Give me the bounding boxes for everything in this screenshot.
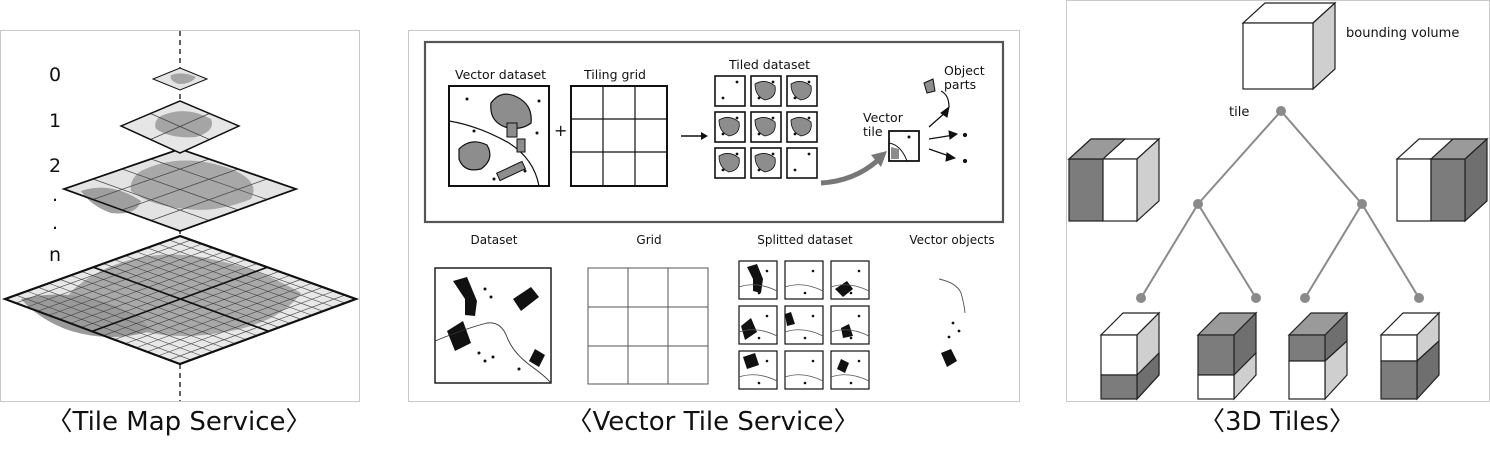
3d-tiles-tree-diagram: bounding volume tile xyxy=(1067,1,1489,401)
label-tiled-dataset: Tiled dataset xyxy=(728,57,810,72)
vector-tile-figure xyxy=(888,130,920,162)
label-tile: tile xyxy=(1229,105,1249,120)
3d-tiles-caption: 〈3D Tiles〉 xyxy=(1199,407,1355,437)
tile-map-service-caption: 〈Tile Map Service〉 xyxy=(46,407,312,437)
tile-level-n xyxy=(2,234,359,366)
level-label-n: n xyxy=(49,244,61,266)
vector-tile-diagram: Vector dataset Tiling grid Tiled dataset… xyxy=(423,40,1005,390)
plus-sign: + xyxy=(554,121,567,140)
tiled-dataset-figure xyxy=(714,75,818,179)
tile-level-1 xyxy=(119,100,241,154)
level-label-dot-1: . xyxy=(52,184,58,206)
root-bounding-volume-cube xyxy=(1241,1,1337,91)
label-vector-objects: Vector objects xyxy=(909,233,994,247)
grid-figure xyxy=(587,267,709,385)
leaf-cube-2 xyxy=(1196,311,1258,401)
3d-tiles-panel: bounding volume tile xyxy=(1066,0,1490,402)
label-object-parts-2: parts xyxy=(944,77,976,92)
tile-level-2 xyxy=(61,148,299,232)
label-object-parts-1: Object xyxy=(944,63,985,78)
label-splitted-dataset: Splitted dataset xyxy=(757,233,853,247)
right-child-cube xyxy=(1395,137,1489,223)
level-label-dot-2: . xyxy=(52,212,58,234)
tiling-grid-figure xyxy=(570,85,668,187)
label-vector-tile-2: tile xyxy=(863,124,883,139)
vector-tile-service-caption: 〈Vector Tile Service〉 xyxy=(566,407,860,437)
label-bounding-volume: bounding volume xyxy=(1346,26,1459,41)
leaf-cube-4 xyxy=(1379,311,1441,401)
tile-map-service-panel: 0 1 2 . . n xyxy=(0,30,360,402)
level-label-1: 1 xyxy=(49,110,61,132)
level-label-0: 0 xyxy=(49,64,61,86)
label-grid: Grid xyxy=(636,233,661,247)
vector-dataset-figure xyxy=(448,85,550,187)
tile-level-0 xyxy=(151,67,209,91)
tile-pyramid-diagram: 0 1 2 . . n xyxy=(2,31,359,401)
level-label-2: 2 xyxy=(49,155,61,177)
dataset-figure xyxy=(434,267,552,384)
tree-edges xyxy=(1140,110,1420,299)
tree-nodes xyxy=(1136,106,1424,303)
splitted-dataset-figure xyxy=(738,260,870,390)
label-vector-tile-1: Vector xyxy=(863,110,904,125)
label-dataset: Dataset xyxy=(471,233,518,247)
leaf-cube-1 xyxy=(1099,311,1161,401)
vector-objects-figure xyxy=(938,278,966,367)
label-tiling-grid: Tiling grid xyxy=(583,67,646,82)
label-vector-dataset: Vector dataset xyxy=(455,67,546,82)
leaf-cube-3 xyxy=(1287,311,1349,401)
curved-arrow xyxy=(820,159,879,186)
left-child-cube xyxy=(1067,137,1161,223)
vector-tile-service-panel: Vector dataset Tiling grid Tiled dataset… xyxy=(408,30,1020,402)
object-parts-figure xyxy=(923,78,968,164)
